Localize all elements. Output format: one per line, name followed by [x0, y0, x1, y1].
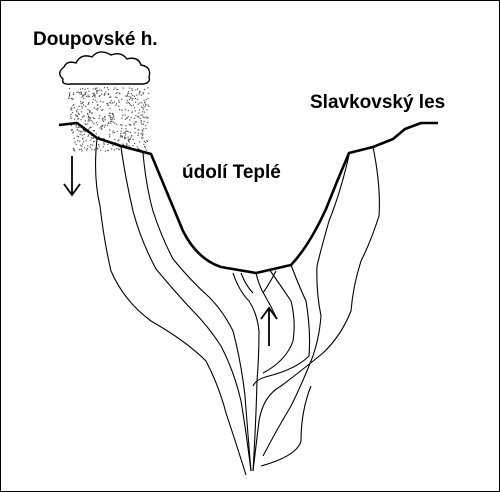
label-slavkovsky-les: Slavkovský les	[310, 92, 445, 113]
terrain-surface	[59, 123, 438, 273]
cloud-icon	[60, 52, 150, 84]
label-udoli-teple: údolí Teplé	[182, 162, 281, 183]
groundwater-flow-lines	[96, 139, 380, 475]
arrow-down-icon	[64, 156, 80, 195]
label-doupovske: Doupovské h.	[33, 29, 158, 50]
